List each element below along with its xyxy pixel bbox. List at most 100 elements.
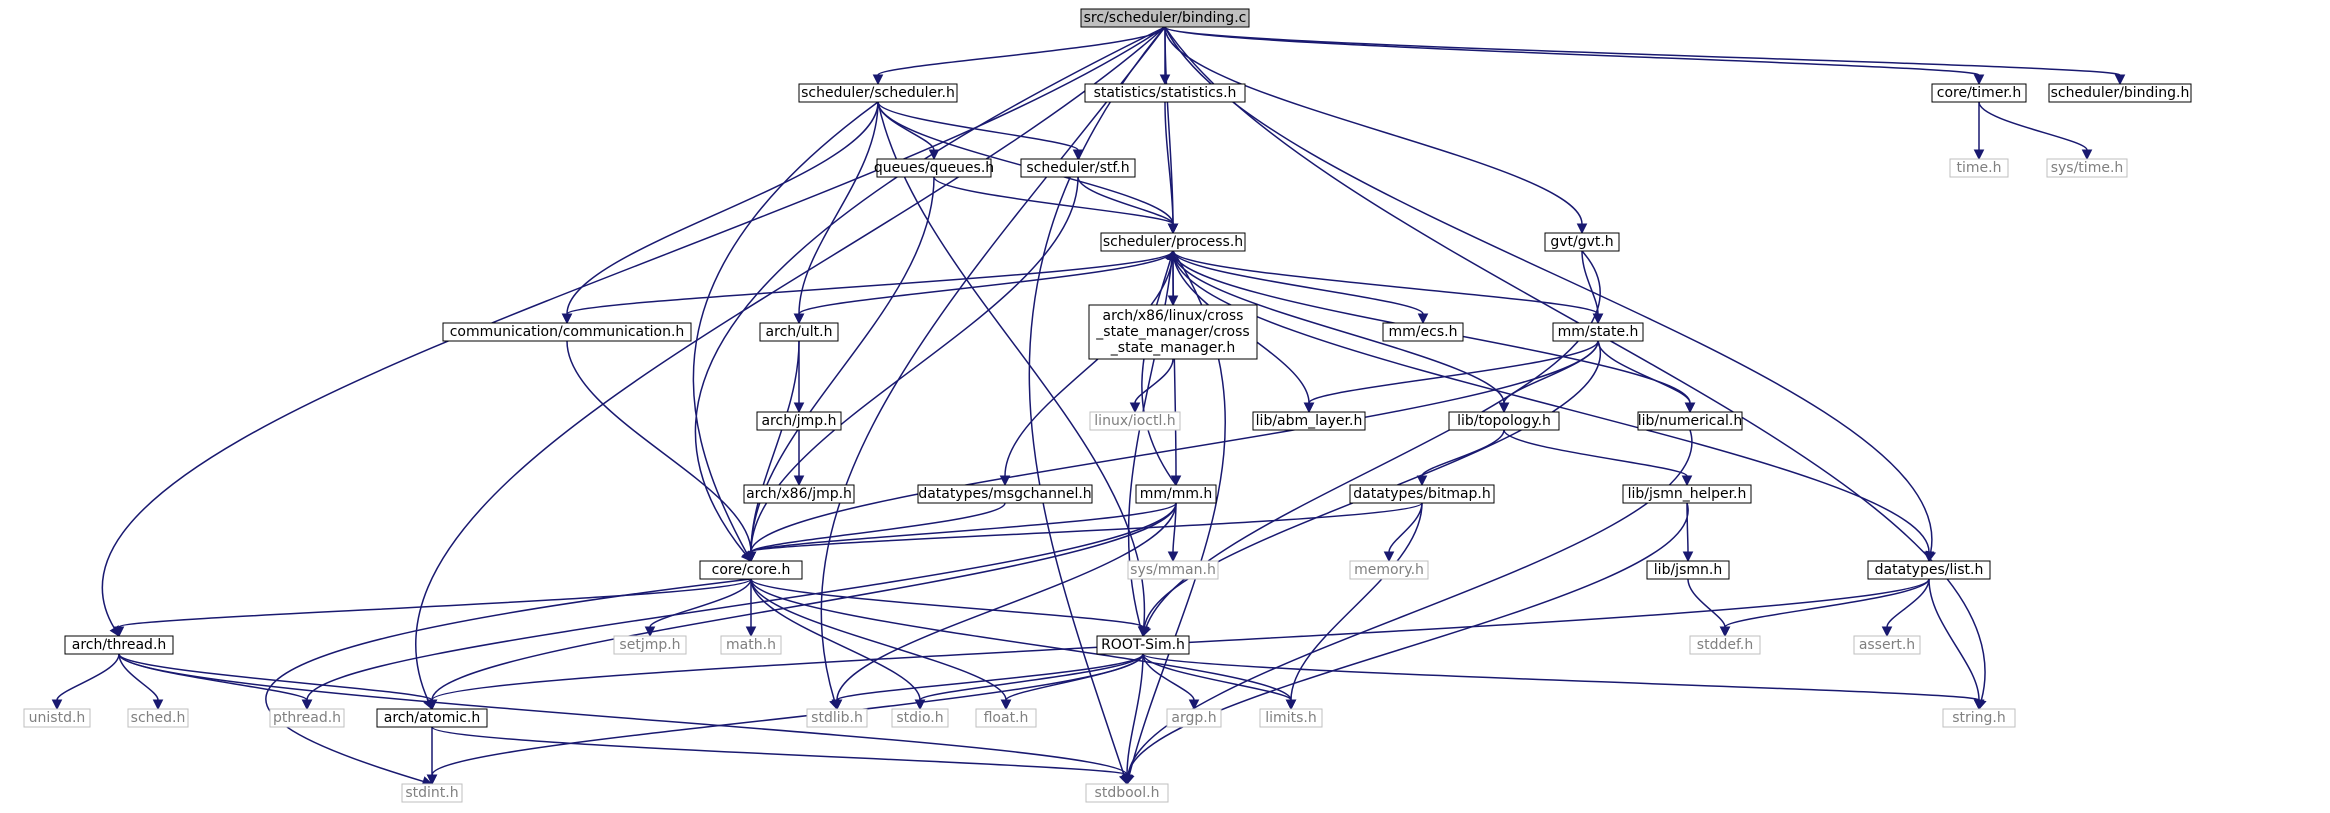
node-box	[756, 411, 842, 431]
node-scheduler-h[interactable]: scheduler/scheduler.h	[798, 83, 958, 103]
node-label: datatypes/list.h	[1875, 562, 1984, 578]
node-label: _state_manager.h	[1110, 340, 1235, 356]
arrow-head	[1498, 402, 1510, 414]
node-label: sys/time.h	[2051, 160, 2124, 176]
edge-binding_c-to-binding_h	[1164, 26, 2126, 86]
edge-line	[820, 26, 1166, 701]
edge-line	[306, 502, 1177, 701]
edge-line	[798, 101, 879, 315]
node-argp-h[interactable]: argp.h	[1166, 708, 1222, 728]
node-binding-h[interactable]: scheduler/binding.h	[2048, 83, 2192, 103]
node-gvt-h[interactable]: gvt/gvt.h	[1544, 232, 1620, 252]
edge-process_h-to-communication_h	[561, 250, 1174, 325]
node-process-h[interactable]: scheduler/process.h	[1100, 232, 1246, 252]
node-numerical-h[interactable]: lib/numerical.h	[1637, 411, 1743, 431]
edge-numerical_h-to-stdbool_h	[1122, 429, 1693, 786]
node-list-h[interactable]: datatypes/list.h	[1867, 560, 1991, 580]
node-time-h[interactable]: time.h	[1949, 158, 2009, 178]
node-jsmn-helper-h[interactable]: lib/jsmn_helper.h	[1622, 484, 1752, 504]
node-ecs-h[interactable]: mm/ecs.h	[1382, 322, 1464, 342]
node-stdlib-h[interactable]: stdlib.h	[806, 708, 868, 728]
edge-jsmn_helper_h-to-jsmn_h	[1682, 502, 1694, 563]
node-float-h[interactable]: float.h	[975, 708, 1037, 728]
node-jsmn-h[interactable]: lib/jsmn.h	[1646, 560, 1730, 580]
node-string-h[interactable]: string.h	[1942, 708, 2016, 728]
node-stdio-h[interactable]: stdio.h	[891, 708, 949, 728]
edge-line	[1503, 429, 1688, 477]
node-bitmap-h[interactable]: datatypes/bitmap.h	[1349, 484, 1495, 504]
edge-line	[798, 250, 1174, 315]
arrow-head	[1973, 74, 1985, 86]
edge-line	[265, 578, 752, 783]
node-label: stdbool.h	[1095, 785, 1160, 801]
node-math-h[interactable]: math.h	[720, 635, 782, 655]
node-box	[23, 708, 91, 728]
node-stf-h[interactable]: scheduler/stf.h	[1020, 158, 1136, 178]
node-sysmman-h[interactable]: sys/mman.h	[1127, 560, 1219, 580]
node-label: datatypes/msgchannel.h	[918, 486, 1091, 502]
edge-line	[836, 502, 1177, 701]
node-binding-c[interactable]: src/scheduler/binding.c	[1080, 8, 1250, 28]
edge-process_h-to-list_h	[1172, 250, 1935, 563]
edge-line	[750, 502, 1006, 553]
edge-line	[1172, 250, 1599, 315]
node-msgchannel-h[interactable]: datatypes/msgchannel.h	[917, 484, 1093, 504]
node-topology-h[interactable]: lib/topology.h	[1448, 411, 1560, 431]
node-abm-h[interactable]: lib/abm_layer.h	[1252, 411, 1366, 431]
node-timer-h[interactable]: core/timer.h	[1931, 83, 2027, 103]
node-unistd-h[interactable]: unistd.h	[23, 708, 91, 728]
node-label: arch/thread.h	[72, 637, 167, 653]
node-label: mm/mm.h	[1140, 486, 1213, 502]
node-mm-h[interactable]: mm/mm.h	[1135, 484, 1217, 504]
edge-line	[750, 578, 1292, 701]
node-label: communication/communication.h	[450, 324, 685, 340]
node-label: linux/ioctl.h	[1094, 413, 1175, 429]
node-assert-h[interactable]: assert.h	[1853, 635, 1921, 655]
edge-line	[919, 653, 1144, 701]
node-stdbool-h[interactable]: stdbool.h	[1085, 783, 1169, 803]
edge-line	[1134, 358, 1174, 404]
node-rootsim-h[interactable]: ROOT-Sim.h	[1096, 635, 1190, 655]
node-memory-h[interactable]: memory.h	[1349, 560, 1429, 580]
node-label: lib/jsmn_helper.h	[1628, 486, 1747, 502]
node-box	[975, 708, 1037, 728]
node-setjmp-h[interactable]: setjmp.h	[613, 635, 687, 655]
edge-timer_h-to-time_h	[1973, 102, 1985, 161]
edge-list_h-to-assert_h	[1881, 578, 1930, 638]
node-box	[1127, 560, 1219, 580]
edge-timer_h-to-systime_h	[1978, 101, 2093, 161]
edge-line	[1164, 26, 1933, 553]
node-cross-h[interactable]: arch/x86/linux/cross_state_manager/cross…	[1088, 304, 1258, 360]
node-label: src/scheduler/binding.c	[1084, 10, 1247, 26]
edge-topology_h-to-jsmn_helper_h	[1503, 429, 1693, 487]
edge-line	[750, 340, 800, 553]
edge-line	[1164, 26, 2121, 76]
node-pthread-h[interactable]: pthread.h	[269, 708, 345, 728]
node-queues-h[interactable]: queues/queues.h	[874, 158, 994, 178]
node-atomic-h[interactable]: arch/atomic.h	[376, 708, 488, 728]
node-ult-h[interactable]: arch/ult.h	[759, 322, 839, 342]
node-stddef-h[interactable]: stddef.h	[1689, 635, 1761, 655]
arrow-head	[1167, 223, 1179, 235]
node-jmp-h[interactable]: arch/jmp.h	[756, 411, 842, 431]
arrow-head	[872, 74, 884, 86]
node-limits-h[interactable]: limits.h	[1259, 708, 1323, 728]
node-statistics-h[interactable]: statistics/statistics.h	[1084, 83, 1246, 103]
edge-topology_h-to-bitmap_h	[1416, 429, 1505, 487]
edge-rootsim_h-to-limits_h	[1142, 653, 1297, 711]
node-communication-h[interactable]: communication/communication.h	[442, 322, 692, 342]
edge-thread_h-to-sched_h	[118, 653, 164, 711]
node-core-h[interactable]: core/core.h	[699, 560, 803, 580]
node-x86jmp-h[interactable]: arch/x86/jmp.h	[743, 484, 855, 504]
node-ioctl-h[interactable]: linux/ioctl.h	[1089, 411, 1181, 431]
node-box	[1089, 411, 1181, 431]
node-systime-h[interactable]: sys/time.h	[2046, 158, 2128, 178]
node-sched-h[interactable]: sched.h	[127, 708, 189, 728]
node-thread-h[interactable]: arch/thread.h	[64, 635, 174, 655]
node-label: arch/x86/linux/cross	[1103, 308, 1244, 324]
edge-line	[431, 726, 1128, 776]
edge-core_h-to-setjmp_h	[644, 578, 752, 638]
edge-line	[118, 653, 308, 701]
node-stdint-h[interactable]: stdint.h	[401, 783, 463, 803]
node-state-h[interactable]: mm/state.h	[1552, 322, 1644, 342]
